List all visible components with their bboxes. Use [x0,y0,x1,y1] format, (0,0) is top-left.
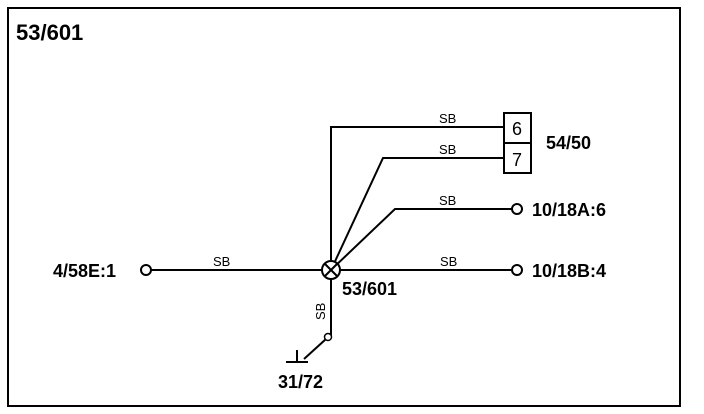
splice-icon [321,260,341,280]
connector-pin-7: 7 [512,150,522,170]
connector-54-50: 6 7 [503,112,532,174]
terminal-right-lower-label: 10/18B:4 [532,261,606,281]
terminal-left-label: 4/58E:1 [53,261,116,281]
wire-to-10-18a [330,208,512,271]
wire-color-right-lower: SB [440,254,457,269]
wire-to-pin6 [330,126,504,270]
wire-color-ground: SB [313,303,328,320]
ground-icon [286,332,333,363]
terminal-left [140,264,152,276]
ground-label: 31/72 [278,372,323,392]
connector-label: 54/50 [546,133,591,153]
connector-pin-6: 6 [512,119,522,139]
wire-color-pin6: SB [439,111,456,126]
terminal-right-upper-label: 10/18A:6 [532,200,606,220]
terminal-right-lower [511,264,523,276]
wire-to-pin7 [330,157,504,271]
wire-color-right-upper: SB [439,193,456,208]
diagram-frame [7,7,681,407]
terminal-right-upper [511,203,523,215]
wire-color-left: SB [213,254,230,269]
wire-color-pin7: SB [439,142,456,157]
diagram-title: 53/601 [16,20,83,45]
splice-label: 53/601 [342,279,397,299]
